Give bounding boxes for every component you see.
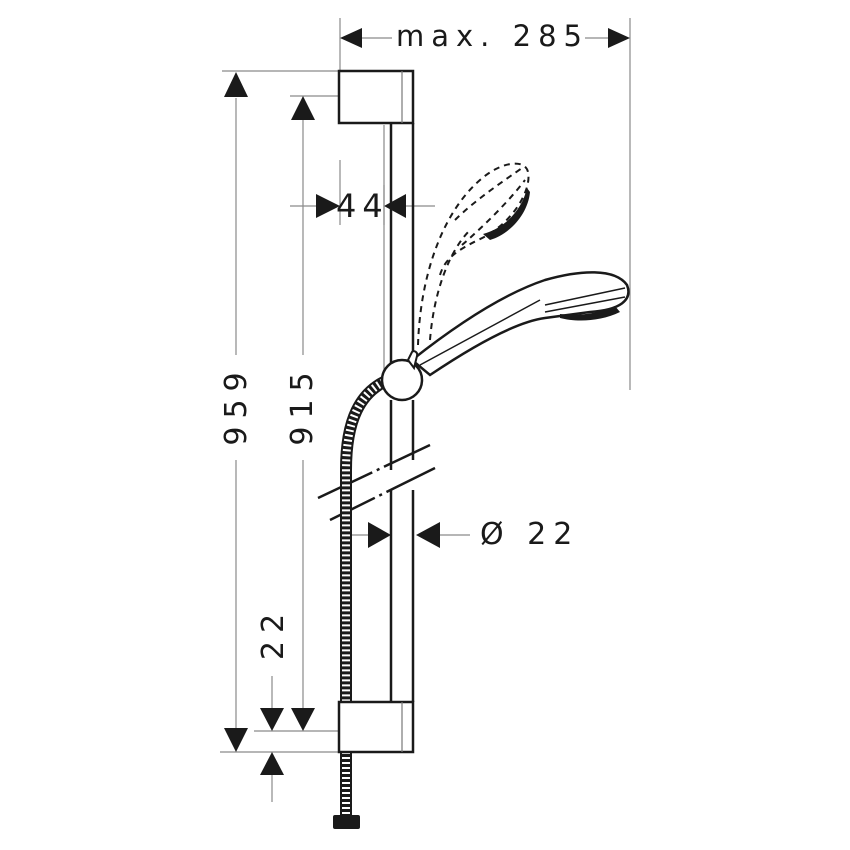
hose-connector (333, 815, 360, 829)
dimension-rail-diameter: Ø 22 (480, 517, 580, 552)
shower-hose (340, 374, 391, 815)
wall-bracket-bottom (337, 700, 415, 754)
hand-shower-spray-face (560, 306, 620, 321)
slide-rail (383, 123, 415, 702)
wall-bracket-top (337, 69, 415, 125)
dimension-bottom-offset: 22 (256, 605, 291, 661)
break-lines (317, 443, 436, 522)
dimension-arrows (224, 28, 630, 775)
hand-shower (410, 271, 630, 377)
hand-shower-alt-position (417, 162, 530, 346)
dimension-rail-offset: 44 (336, 187, 389, 225)
dimension-max-width: max. 285 (396, 19, 589, 53)
dimension-rail-length: 915 (285, 364, 320, 446)
slider-holder (380, 350, 424, 402)
hand-shower-alt-spray-face (483, 188, 530, 240)
dimension-lines (220, 18, 631, 802)
dimension-total-height: 959 (219, 364, 254, 446)
